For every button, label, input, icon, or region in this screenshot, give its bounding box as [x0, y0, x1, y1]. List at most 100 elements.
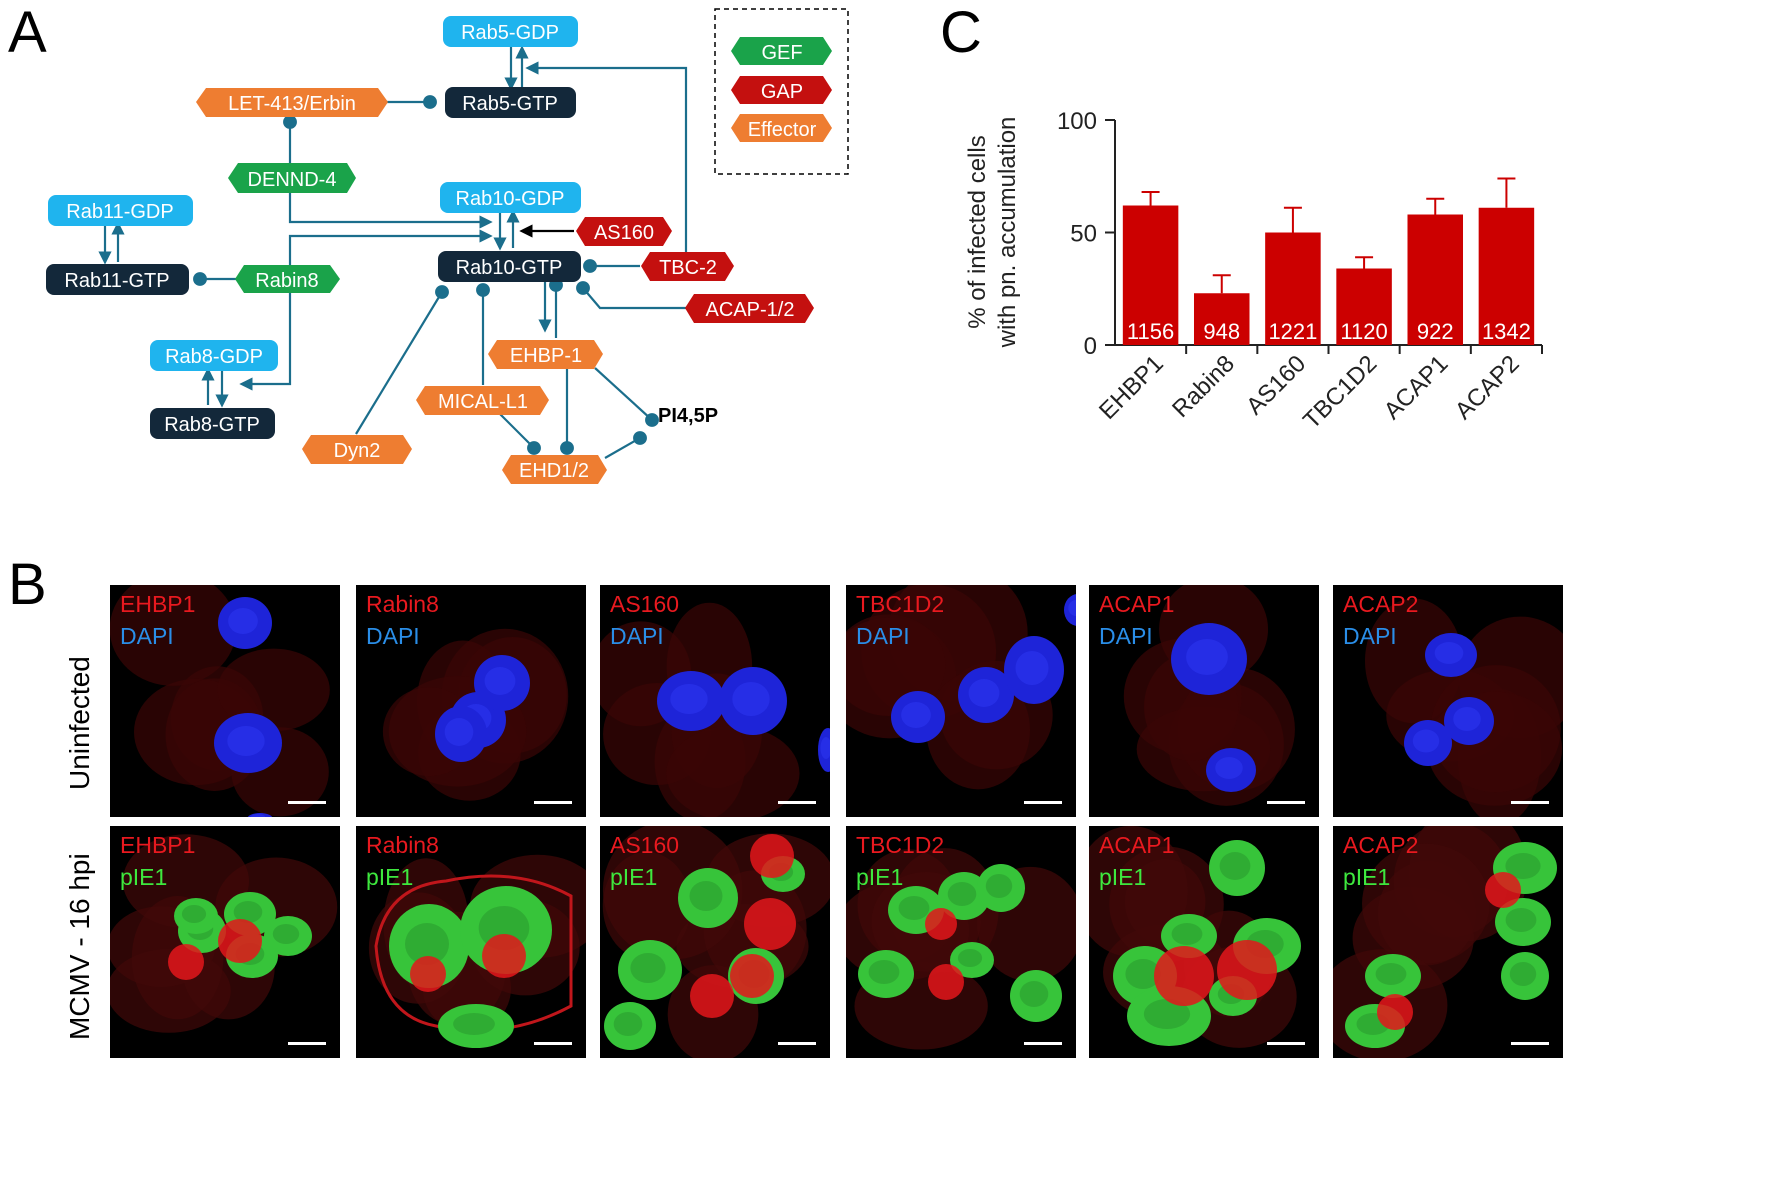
- panel-label-a: A: [8, 0, 47, 65]
- perinuclear-accumulation: [218, 919, 262, 963]
- x-tick-label: TBC1D2: [1298, 350, 1382, 434]
- scale-bar: [288, 1042, 326, 1045]
- cell-membrane: [374, 874, 573, 1032]
- panel-label-c: C: [940, 0, 982, 65]
- nucleus-texture: [898, 896, 930, 920]
- stain-label-protein: Rabin8: [366, 591, 439, 617]
- nucleus-texture: [405, 923, 449, 965]
- svg-text:Rab11-GTP: Rab11-GTP: [64, 270, 169, 292]
- micrograph-image: [600, 602, 830, 817]
- nucleus-texture: [820, 737, 830, 759]
- node-rab11-gdp: Rab11-GDP: [48, 195, 193, 226]
- x-tick-label: Rabin8: [1167, 350, 1240, 423]
- nucleus-texture: [613, 1012, 643, 1036]
- nucleus-texture: [1219, 852, 1251, 880]
- svg-text:Dyn2: Dyn2: [334, 440, 381, 462]
- stain-label-dapi: DAPI: [856, 623, 910, 649]
- error-bar: [1497, 177, 1516, 208]
- svg-text:Rab5-GTP: Rab5-GTP: [462, 93, 558, 115]
- stain-label-protein: ACAP1: [1099, 832, 1175, 858]
- node-rab11-gtp: Rab11-GTP: [46, 264, 189, 295]
- nucleus-texture: [1143, 999, 1191, 1029]
- nucleus-texture: [1125, 959, 1161, 989]
- nucleus-texture: [968, 679, 1000, 707]
- node-rab8-gdp: Rab8-GDP: [150, 340, 278, 371]
- perinuclear-accumulation: [1485, 872, 1521, 908]
- bar-count-label: 1342: [1482, 319, 1531, 344]
- cytoplasm-haze: [110, 585, 237, 686]
- micrograph-image: [368, 854, 586, 1048]
- y-axis-label-2: with pn. accumulation: [994, 117, 1021, 349]
- node-tbc-2: TBC-2: [641, 252, 734, 281]
- stain-label-pie1: pIE1: [1343, 864, 1391, 890]
- bar-acap2: [1478, 207, 1535, 345]
- micrograph-image: [846, 585, 1076, 790]
- row-label-uninfected: Uninfected: [64, 656, 95, 790]
- nucleus-texture: [1186, 639, 1228, 675]
- scale-bar: [1024, 1042, 1062, 1045]
- nucleus-texture: [228, 608, 258, 634]
- micrograph-image: [110, 834, 338, 1033]
- network-connectors: [98, 45, 688, 459]
- stain-label-dapi: DAPI: [610, 623, 664, 649]
- stain-label-dapi: DAPI: [366, 623, 420, 649]
- nucleus-texture: [1171, 923, 1203, 945]
- nucleus-texture: [1505, 853, 1541, 879]
- cytoplasm-haze: [1362, 843, 1490, 964]
- x-tick-label: ACAP1: [1379, 350, 1454, 425]
- stain-label-protein: AS160: [610, 591, 680, 617]
- svg-text:Rab8-GDP: Rab8-GDP: [165, 346, 263, 368]
- scale-bar: [778, 801, 816, 804]
- stain-label-protein: TBC1D2: [856, 591, 945, 617]
- perinuclear-accumulation: [925, 908, 957, 940]
- svg-text:LET-413/Erbin: LET-413/Erbin: [228, 93, 356, 115]
- nucleus-texture: [1453, 707, 1481, 731]
- svg-text:MICAL-L1: MICAL-L1: [438, 391, 528, 413]
- perinuclear-accumulation: [1154, 946, 1214, 1006]
- stain-label-protein: Rabin8: [366, 832, 439, 858]
- nucleus-texture: [957, 949, 983, 967]
- nucleus-texture: [868, 960, 900, 984]
- scale-bar: [1024, 801, 1062, 804]
- node-ehd1-2: EHD1/2: [502, 455, 607, 484]
- micrograph-image: [1333, 826, 1557, 1058]
- svg-text:Rab5-GDP: Rab5-GDP: [461, 22, 559, 44]
- scale-bar: [1267, 1042, 1305, 1045]
- legend-effector: Effector: [731, 114, 832, 142]
- node-as160: AS160: [576, 217, 672, 246]
- svg-text:ACAP-1/2: ACAP-1/2: [706, 299, 795, 321]
- node-pi45p: PI4,5P: [658, 405, 718, 427]
- perinuclear-accumulation: [482, 934, 526, 978]
- stain-label-pie1: pIE1: [120, 864, 168, 890]
- nucleus-texture: [444, 718, 474, 746]
- nucleus-texture: [1509, 962, 1537, 986]
- perinuclear-accumulation: [1377, 994, 1413, 1030]
- perinuclear-accumulation: [750, 834, 794, 878]
- svg-text:AS160: AS160: [594, 222, 654, 244]
- legend-gap: GAP: [731, 76, 832, 104]
- bar-count-label: 948: [1203, 319, 1240, 344]
- scale-bar: [288, 801, 326, 804]
- node-dyn2: Dyn2: [302, 435, 412, 464]
- scale-bar: [534, 1042, 572, 1045]
- svg-text:TBC-2: TBC-2: [659, 257, 717, 279]
- y-tick-label: 100: [1057, 108, 1097, 135]
- panel-label-b: B: [8, 552, 47, 617]
- bar-count-label: 1221: [1268, 319, 1317, 344]
- x-tick-label: AS160: [1241, 350, 1311, 420]
- scale-bar: [534, 801, 572, 804]
- stain-label-protein: ACAP1: [1099, 591, 1175, 617]
- svg-text:Rab8-GTP: Rab8-GTP: [164, 414, 260, 436]
- node-rab5-gdp: Rab5-GDP: [443, 16, 578, 47]
- svg-text:EHBP-1: EHBP-1: [510, 345, 582, 367]
- stain-label-pie1: pIE1: [1099, 864, 1147, 890]
- nucleus-texture: [1375, 963, 1407, 985]
- nucleus-texture: [689, 881, 723, 911]
- error-bar: [1212, 274, 1231, 294]
- svg-text:GAP: GAP: [761, 81, 803, 103]
